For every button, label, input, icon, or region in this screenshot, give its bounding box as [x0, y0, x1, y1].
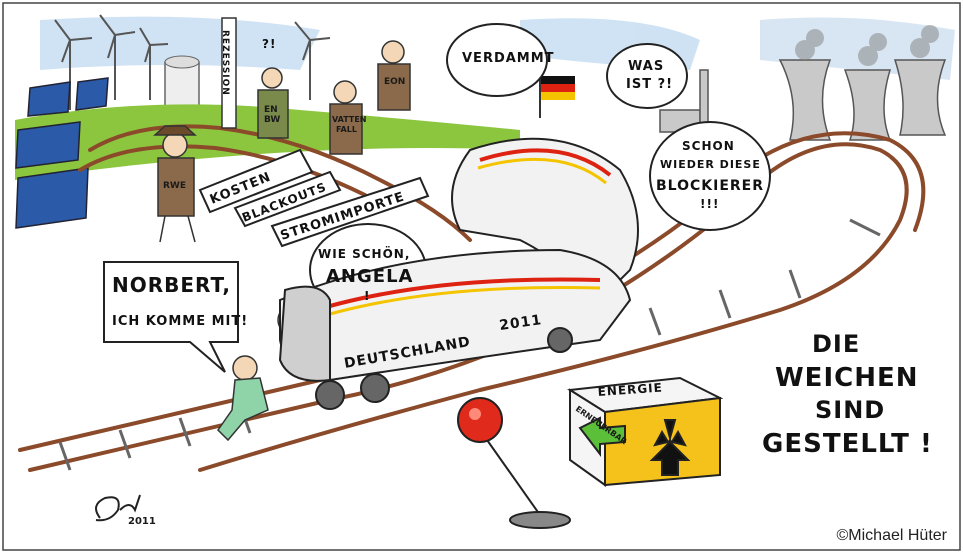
- was-ist-line2: IST ?!: [626, 77, 673, 92]
- norbert-line2: ICH KOMME MIT!: [112, 314, 248, 329]
- enbw-figure: [257, 67, 289, 139]
- solar-panels: [15, 77, 109, 229]
- blockierer-line2: WIEDER DIESE: [660, 158, 761, 171]
- vattenfall-label-1: VATTEN: [332, 115, 366, 124]
- rwe-label: RWE: [163, 181, 186, 191]
- signal: [457, 397, 571, 529]
- angela-line3: !: [364, 289, 370, 303]
- caption-line2: WEICHEN: [775, 363, 918, 393]
- angela-line1: WIE SCHÖN,: [318, 246, 410, 261]
- enbw-label-2: BW: [264, 115, 280, 125]
- blockierer-line3: BLOCKIERER: [656, 178, 764, 194]
- silo: [164, 55, 200, 113]
- rwe-figure: [153, 125, 197, 243]
- signature-year: 2011: [128, 516, 156, 527]
- train-year: 2011: [498, 312, 543, 334]
- caption-line1: DIE: [812, 330, 860, 358]
- confused-text: ?!: [262, 37, 276, 51]
- copyright-credit: ©Michael Hüter: [836, 527, 948, 544]
- angela-figure: [217, 355, 269, 442]
- eon-figure: [377, 40, 411, 111]
- blockierer-line4: !!!: [700, 197, 719, 211]
- vattenfall-figure: [329, 80, 363, 155]
- norbert-line1: NORBERT,: [112, 273, 231, 297]
- signature: 2011: [95, 494, 156, 527]
- power-plants: [659, 59, 947, 141]
- caption-line3: SIND: [815, 396, 885, 424]
- energy-box: [567, 376, 724, 487]
- angela-line2: ANGELA: [326, 266, 413, 287]
- eon-label: EON: [384, 77, 405, 87]
- train: [278, 137, 639, 410]
- caption-line4: GESTELLT !: [762, 429, 933, 459]
- vattenfall-label-2: FALL: [336, 125, 357, 134]
- banners: [198, 148, 430, 248]
- signpost: [221, 17, 237, 129]
- smoke: [795, 25, 939, 66]
- was-ist-line1: WAS: [628, 59, 664, 74]
- grass: [15, 104, 520, 180]
- blockierer-line1: SCHON: [682, 139, 735, 153]
- wind-turbines: [54, 14, 331, 110]
- enbw-label-1: EN: [264, 105, 278, 115]
- german-flag: [539, 74, 575, 118]
- box-top-label: ENERGIE: [597, 380, 663, 399]
- rezession-sign: REZESSION: [220, 30, 230, 96]
- verdammt-text: VERDAMMT: [462, 51, 555, 66]
